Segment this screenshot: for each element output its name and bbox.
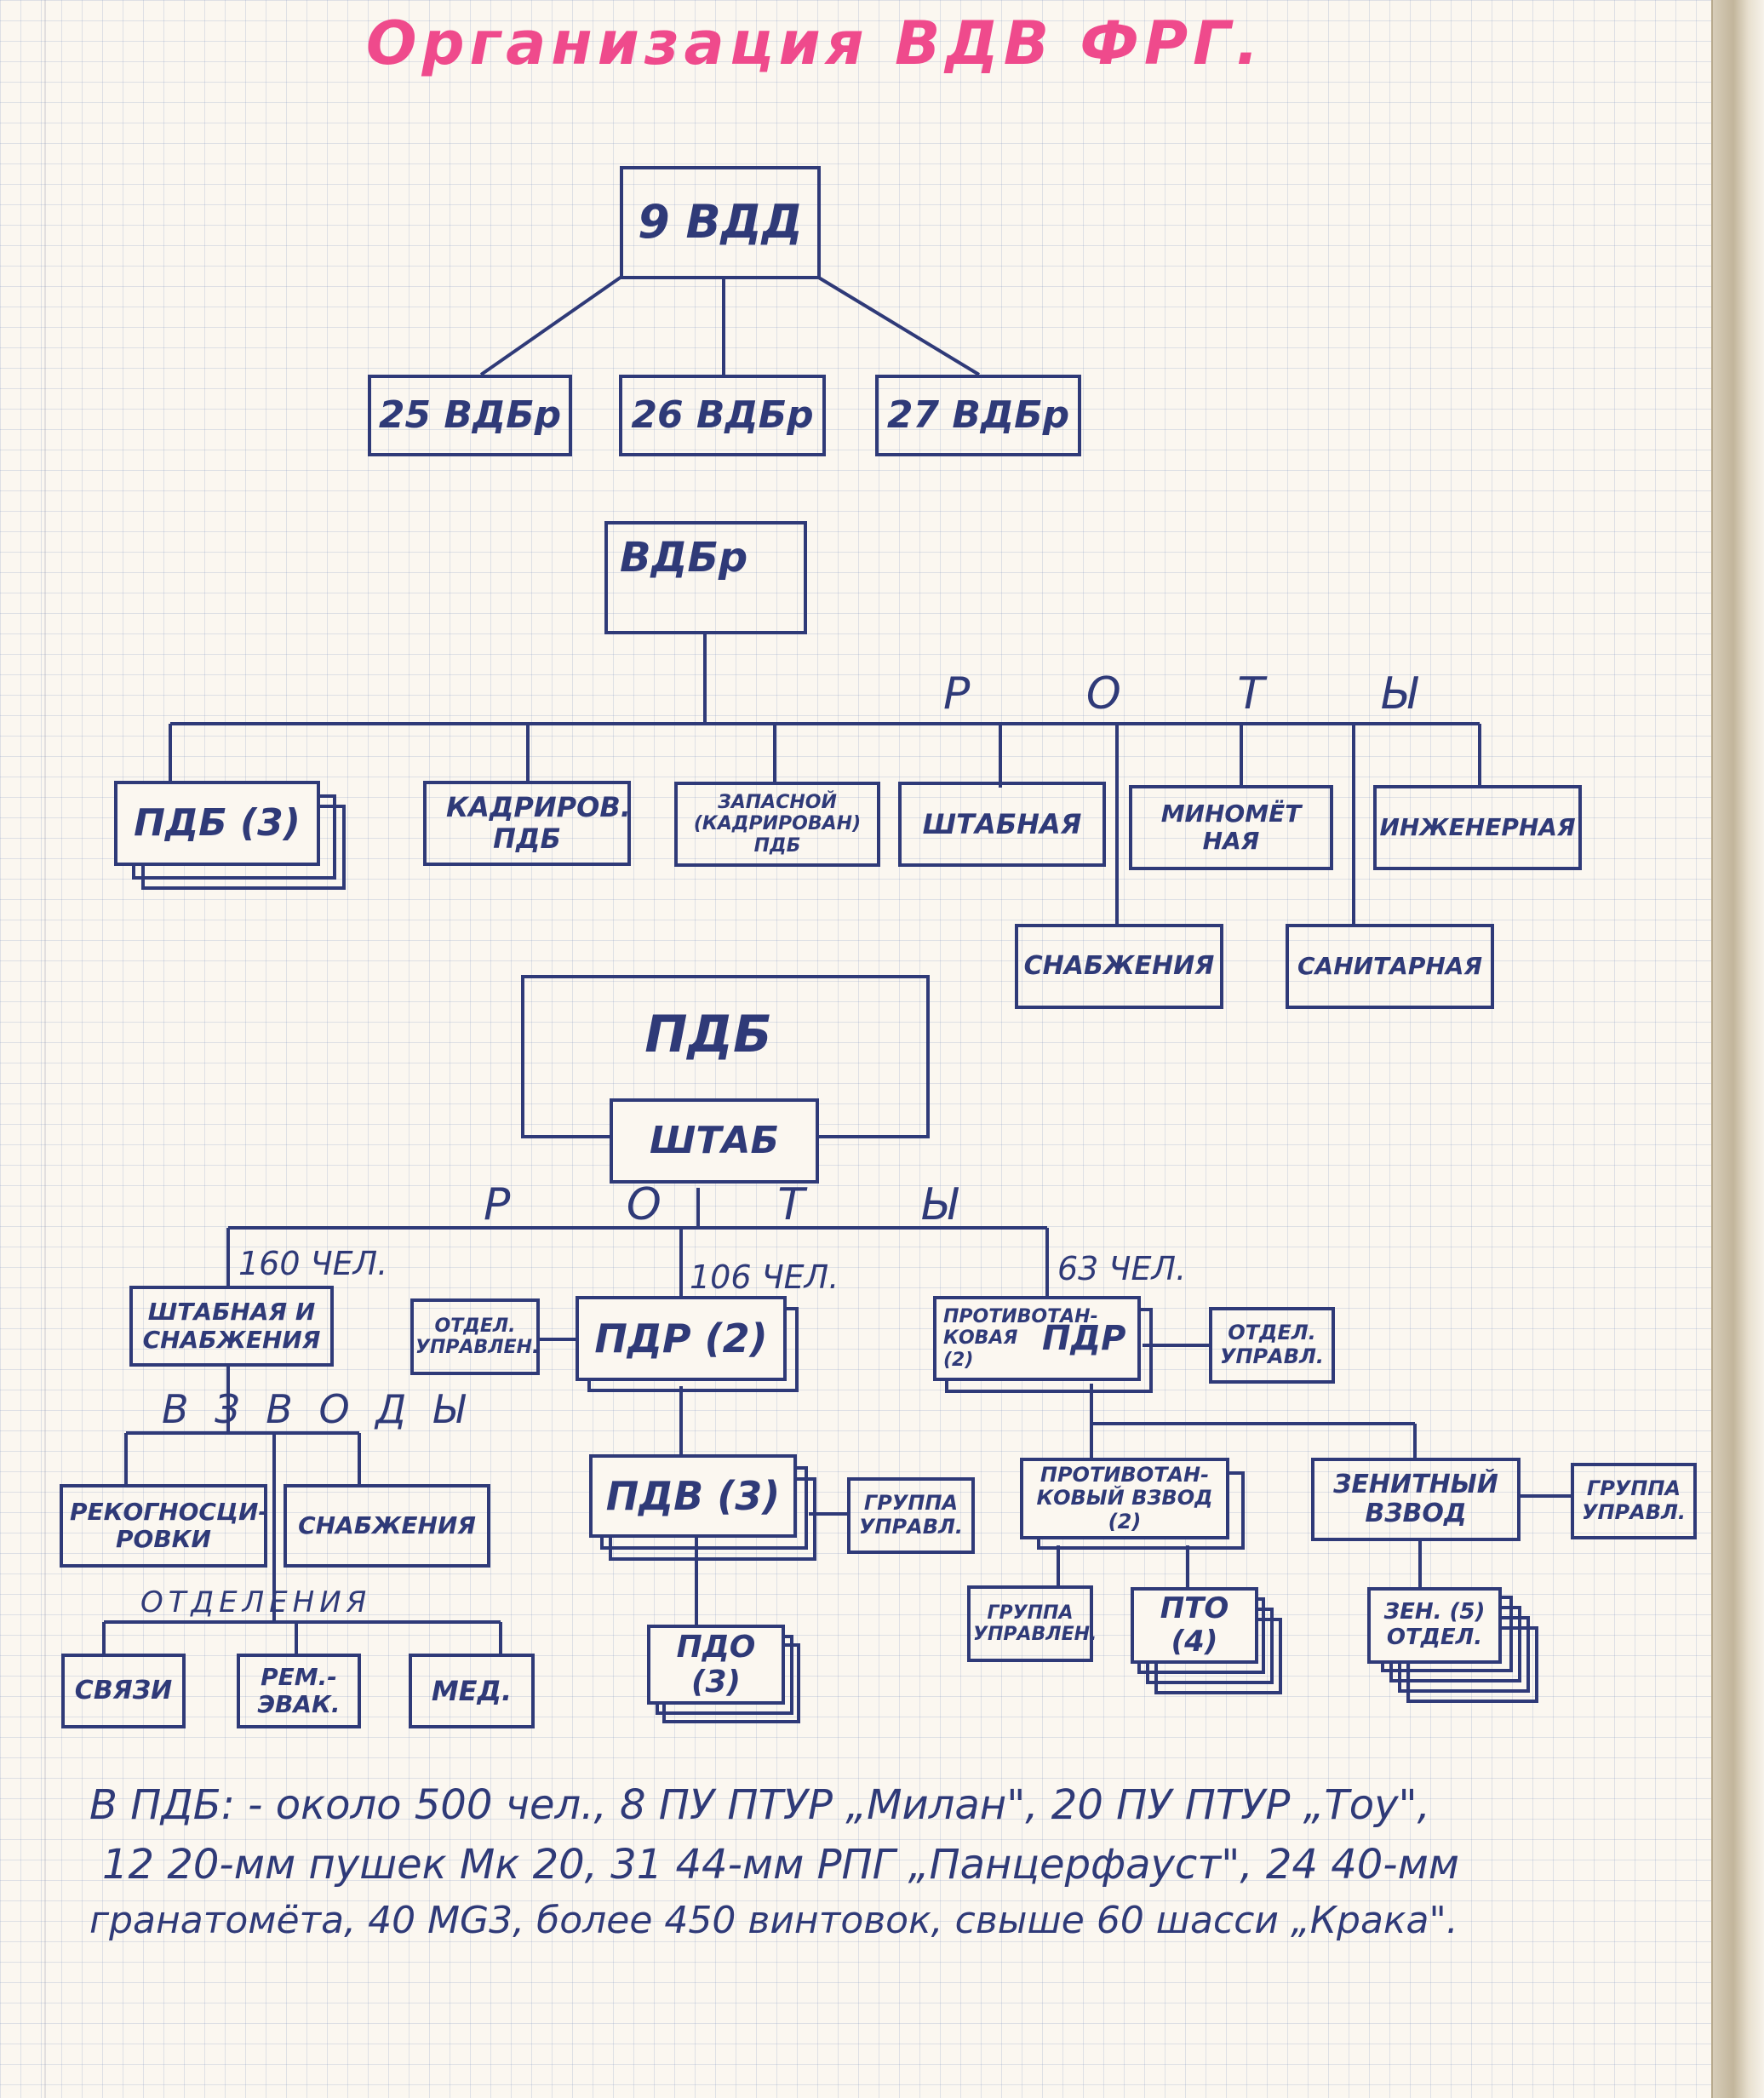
at-platoon-command-box: ГРУППА УПРАВЛЕН. xyxy=(967,1585,1097,1662)
division-box: 9 ВДД xyxy=(620,166,821,279)
brigade-unit-engineer-company-label: ИНЖЕНЕРНАЯ xyxy=(1379,812,1576,841)
brigade-unit-mortar-company: МИНОМЁТ НАЯ xyxy=(1129,785,1333,870)
rifle-platoon-box: ПДВ (3) xyxy=(589,1454,797,1538)
at-company-prefix: ПРОТИВОТАН-КОВАЯ (2) xyxy=(943,1306,1098,1371)
medical-section-box: МЕД. xyxy=(409,1654,535,1728)
at-platoon-box: ПРОТИВОТАН-КОВЫЙ ВЗВОД (2) xyxy=(1020,1458,1229,1539)
note-line-1: В ПДБ: - около 500 чел., 8 ПУ ПТУР „Мила… xyxy=(89,1781,1430,1829)
repair-section-label: РЕМ.-ЭВАК. xyxy=(257,1662,341,1718)
at-company-box: ПРОТИВОТАН-КОВАЯ (2) ПДР xyxy=(933,1296,1141,1381)
hq-company-label: ШТАБНАЯ И СНАБЖЕНИЯ xyxy=(142,1298,321,1354)
rifle-platoon-command-box: ГРУППА УПРАВЛ. xyxy=(847,1477,975,1554)
brigade-box-26: 26 ВДБр xyxy=(619,375,826,456)
aa-section-box: ЗЕН. (5) ОТДЕЛ. xyxy=(1367,1587,1502,1664)
brigade-unit-engineer-company: ИНЖЕНЕРНАЯ xyxy=(1373,785,1582,870)
at-company-command-box: ОТДЕЛ. УПРАВЛ. xyxy=(1209,1307,1335,1384)
battalion-label: ПДБ xyxy=(644,1005,772,1064)
at-platoon-label: ПРОТИВОТАН-КОВЫЙ ВЗВОД (2) xyxy=(1036,1462,1213,1533)
at-section-box: ПТО (4) xyxy=(1131,1587,1258,1664)
battalion-hq-box: ШТАБ xyxy=(610,1098,819,1184)
strength-hq-company: 160 ЧЕЛ. xyxy=(238,1245,388,1282)
at-company-suffix: ПДР xyxy=(1042,1319,1126,1358)
rifle-company-command-box: ОТДЕЛ. УПРАВЛЕН. xyxy=(410,1298,540,1375)
brigade-unit-reserve-pdb-label: ЗАПАСНОЙ (КАДРИРОВАН) ПДБ xyxy=(693,792,862,857)
brigade-box-25: 25 ВДБр xyxy=(368,375,572,456)
brigade-label-25: 25 ВДБр xyxy=(378,393,562,437)
signals-section-box: СВЯЗИ xyxy=(61,1654,186,1728)
brigade-unit-pdb: ПДБ (3) xyxy=(114,781,320,866)
margin-line xyxy=(44,0,46,2098)
brigade-unit-mortar-company-label: МИНОМЁТ НАЯ xyxy=(1160,799,1302,855)
aa-section-label: ЗЕН. (5) ОТДЕЛ. xyxy=(1383,1599,1486,1650)
battalion-hq-label: ШТАБ xyxy=(650,1118,779,1162)
brigade-unit-pdb-label: ПДБ (3) xyxy=(134,800,301,845)
strength-at-company: 63 ЧЕЛ. xyxy=(1057,1250,1187,1287)
brigade-unit-supply-company-label: СНАБЖЕНИЯ xyxy=(1023,950,1215,981)
medical-section-label: МЕД. xyxy=(431,1674,513,1707)
aa-platoon-box: ЗЕНИТНЫЙ ВЗВОД xyxy=(1311,1458,1521,1541)
brigade-label-27: 27 ВДБр xyxy=(886,393,1070,437)
hq-company-box: ШТАБНАЯ И СНАБЖЕНИЯ xyxy=(129,1286,334,1367)
supply-platoon-box: СНАБЖЕНИЯ xyxy=(284,1484,490,1568)
note-line-3: гранатомёта, 40 MG3, более 450 винтовок,… xyxy=(89,1899,1458,1942)
aa-platoon-command-label: ГРУППА УПРАВЛ. xyxy=(1581,1476,1687,1524)
page-title: Организация ВДВ ФРГ. xyxy=(366,9,1264,78)
signals-section-label: СВЯЗИ xyxy=(74,1675,173,1705)
at-company-command-label: ОТДЕЛ. УПРАВЛ. xyxy=(1219,1321,1325,1368)
brigade-label-26: 26 ВДБр xyxy=(631,393,814,437)
rifle-company-box: ПДР (2) xyxy=(576,1296,787,1381)
brigade-box-27: 27 ВДБр xyxy=(875,375,1081,456)
rifle-platoon-command-label: ГРУППА УПРАВЛ. xyxy=(858,1491,964,1539)
brigade-unit-cadre-pdb: КАДРИРОВ. ПДБ xyxy=(423,781,631,866)
brigade-unit-staff-company-label: ШТАБНАЯ xyxy=(922,807,1082,840)
aa-platoon-label: ЗЕНИТНЫЙ ВЗВОД xyxy=(1333,1469,1498,1528)
brigade-unit-staff-company: ШТАБНАЯ xyxy=(898,782,1106,867)
battalion-companies-label: Р О Т Ы xyxy=(484,1179,1009,1230)
recon-platoon-label: РЕКОГНОСЦИ-РОВКИ xyxy=(70,1497,268,1553)
rifle-section-box: ПДО (3) xyxy=(647,1625,785,1705)
brigade-unit-supply-company: СНАБЖЕНИЯ xyxy=(1015,924,1223,1009)
brigade-unit-reserve-pdb: ЗАПАСНОЙ (КАДРИРОВАН) ПДБ xyxy=(674,782,880,867)
brigade-companies-label: Р О Т Ы xyxy=(943,668,1469,719)
brigade-unit-cadre-pdb-label: КАДРИРОВ. ПДБ xyxy=(446,791,631,855)
rifle-section-label: ПДО (3) xyxy=(676,1629,756,1700)
note-line-2: 12 20-мм пушек Мк 20, 31 44-мм РПГ „Панц… xyxy=(102,1841,1460,1889)
supply-platoon-label: СНАБЖЕНИЯ xyxy=(298,1510,476,1539)
brigade-unit-medical-company: САНИТАРНАЯ xyxy=(1286,924,1494,1009)
brigade-org-box: ВДБр xyxy=(604,521,807,634)
rifle-platoon-label: ПДВ (3) xyxy=(605,1472,781,1519)
recon-platoon-box: РЕКОГНОСЦИ-РОВКИ xyxy=(60,1484,268,1568)
division-label: 9 ВДД xyxy=(638,195,803,249)
strength-rifle-company: 106 ЧЕЛ. xyxy=(690,1258,839,1296)
at-platoon-command-label: ГРУППА УПРАВЛЕН. xyxy=(973,1602,1097,1645)
repair-section-box: РЕМ.-ЭВАК. xyxy=(237,1654,361,1728)
notebook-edge xyxy=(1711,0,1764,2098)
rifle-company-command-label: ОТДЕЛ. УПРАВЛЕН. xyxy=(415,1315,540,1358)
aa-platoon-command-box: ГРУППА УПРАВЛ. xyxy=(1571,1463,1697,1539)
brigade-org-label: ВДБр xyxy=(620,534,748,582)
sections-label: ОТДЕЛЕНИЯ xyxy=(140,1585,372,1619)
rifle-company-label: ПДР (2) xyxy=(594,1315,768,1361)
at-section-label: ПТО (4) xyxy=(1160,1591,1229,1659)
brigade-unit-medical-company-label: САНИТАРНАЯ xyxy=(1297,951,1483,980)
platoons-label: В З В О Д Ы xyxy=(162,1386,472,1432)
